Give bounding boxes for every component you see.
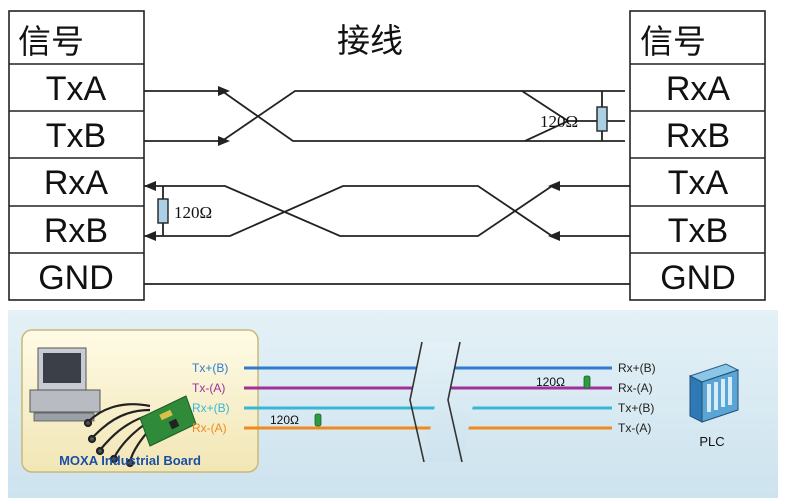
arrow-txb-right	[548, 231, 560, 241]
resistor-right-icon	[596, 106, 608, 132]
moxa-plc-diagram: MOXA Industrial Board Tx+(B) Tx-(A) Rx+(…	[8, 310, 778, 498]
left-signal-rxb: RxB	[44, 212, 108, 250]
rs422-wiring-diagram: 信号 TxA TxB RxA RxB GND 信号 RxA RxB TxA Tx…	[8, 10, 766, 301]
left-signal-gnd: GND	[38, 259, 114, 297]
plc-icon	[688, 363, 740, 423]
arrow-txa-right	[548, 181, 560, 191]
arrow-rxa	[144, 181, 156, 191]
wire-rxa-from-txb	[144, 185, 630, 237]
center-header: 接线	[337, 21, 403, 60]
right-header: 信号	[640, 22, 706, 61]
resistor-right-label: 120Ω	[540, 112, 578, 131]
right-label-rx-minus: Rx-(A)	[618, 381, 653, 395]
rx-from-tx-pair	[144, 185, 630, 237]
plc-label: PLC	[699, 434, 724, 449]
serial-card-icon	[139, 395, 197, 447]
left-label-rx-plus: Rx+(B)	[192, 401, 230, 415]
break-symbol	[409, 341, 474, 463]
wire-rxb-from-txa	[144, 185, 630, 237]
left-signal-txb: TxB	[46, 117, 106, 155]
right-signal-rxa: RxA	[666, 70, 731, 108]
left-label-rx-minus: Rx-(A)	[192, 421, 227, 435]
left-signal-txa: TxA	[46, 70, 107, 108]
wire-txb-to-rxa	[144, 90, 569, 142]
resistor-lower-label: 120Ω	[270, 413, 299, 427]
arrow-txb	[218, 136, 230, 146]
left-label-tx-plus: Tx+(B)	[192, 361, 228, 375]
right-label-tx-plus: Tx+(B)	[618, 401, 654, 415]
right-signal-table: 信号 RxA RxB TxA TxB GND	[629, 10, 766, 301]
left-signal-rxa: RxA	[44, 164, 109, 202]
board-label: MOXA Industrial Board	[59, 453, 201, 468]
left-signal-table: 信号 TxA TxB RxA RxB GND	[8, 10, 145, 301]
resistor-upper-label: 120Ω	[536, 375, 565, 389]
arrow-txa	[218, 86, 230, 96]
right-signal-rxb: RxB	[666, 117, 730, 155]
left-label-tx-minus: Tx-(A)	[192, 381, 225, 395]
right-signal-txa: TxA	[668, 164, 729, 202]
arrow-rxb	[144, 231, 156, 241]
left-header: 信号	[18, 22, 84, 61]
right-signal-gnd: GND	[660, 259, 736, 297]
right-signal-txb: TxB	[668, 212, 728, 250]
resistor-lower-icon	[314, 413, 322, 427]
moxa-board: MOXA Industrial Board	[21, 329, 259, 473]
resistor-left-icon	[157, 198, 169, 224]
resistor-upper-icon	[583, 375, 591, 389]
right-label-rx-plus: Rx+(B)	[618, 361, 656, 375]
right-label-tx-minus: Tx-(A)	[618, 421, 651, 435]
resistor-left-label: 120Ω	[174, 203, 212, 222]
